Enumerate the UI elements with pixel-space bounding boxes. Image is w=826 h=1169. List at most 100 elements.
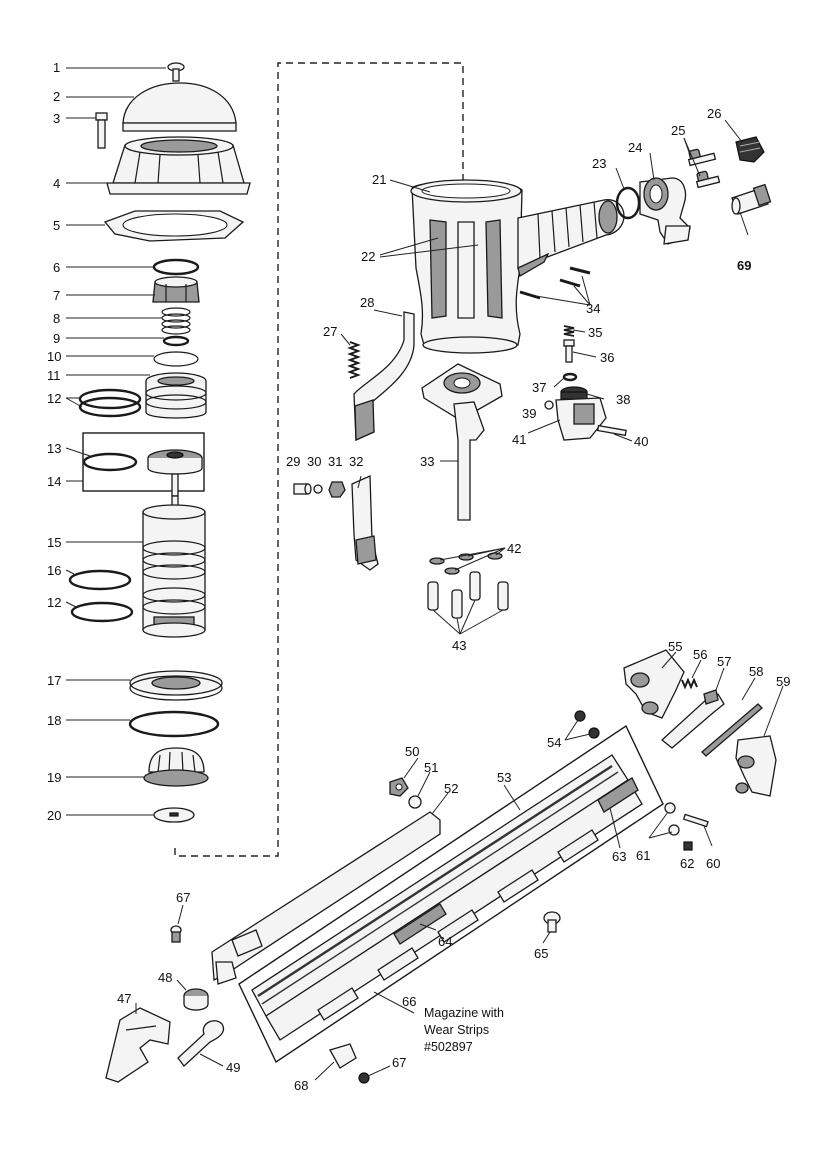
callout-labels: 1 2 3 4 5 6 7 8 9 10 11 12 13 14 15 16 1…	[47, 60, 790, 1093]
label-14: 14	[47, 474, 61, 489]
part-33-valve-body	[421, 363, 503, 521]
part-52-follower-rail	[211, 811, 441, 985]
label-35: 35	[588, 325, 602, 340]
part-15-cylinder	[142, 495, 206, 638]
part-36-valve-stem	[563, 339, 575, 363]
part-56-spring	[681, 677, 698, 690]
part-68-bracket	[329, 1043, 357, 1069]
label-36: 36	[600, 350, 614, 365]
part-7-nut	[152, 276, 200, 303]
part-49-clip	[177, 1020, 225, 1067]
part-5-gasket	[103, 210, 245, 242]
left-leader-lines	[65, 67, 166, 816]
magazine-note-line2: Wear Strips	[424, 1023, 489, 1037]
part-55-latch	[623, 649, 685, 719]
part-28-trigger-arm	[353, 311, 415, 441]
part-12-o-ring-a	[78, 388, 142, 410]
label-63: 63	[612, 849, 626, 864]
part-2-cap	[122, 82, 237, 132]
label-54: 54	[547, 735, 561, 750]
part-14-piston	[147, 449, 203, 497]
label-56: 56	[693, 647, 707, 662]
part-1-screw	[167, 62, 185, 82]
part-19-bumper	[143, 747, 209, 787]
center-leader-lines	[340, 119, 749, 635]
label-5: 5	[53, 218, 60, 233]
part-12-o-ring-b	[78, 396, 142, 418]
part-18-o-ring	[128, 710, 220, 738]
part-50-nut	[389, 777, 409, 797]
part-51-washer	[408, 795, 422, 809]
part-23-o-ring	[615, 186, 641, 220]
label-29: 29	[286, 454, 300, 469]
label-67-b: 67	[392, 1055, 406, 1070]
label-59: 59	[776, 674, 790, 689]
label-23: 23	[592, 156, 606, 171]
part-26-fitting-cap	[735, 136, 765, 163]
magazine-note-part-number: #502897	[424, 1040, 473, 1054]
part-handle	[517, 199, 625, 277]
label-1: 1	[53, 60, 60, 75]
label-58: 58	[749, 664, 763, 679]
label-33: 33	[420, 454, 434, 469]
part-47-nose-guard	[105, 1007, 171, 1083]
part-27-spring	[347, 341, 361, 379]
part-34-pins	[519, 266, 591, 300]
part-21-22-housing	[410, 179, 523, 354]
label-40: 40	[634, 434, 648, 449]
part-63-wear-strip	[597, 777, 639, 813]
label-27: 27	[323, 324, 337, 339]
label-7: 7	[53, 288, 60, 303]
label-6: 6	[53, 260, 60, 275]
part-59-latch	[735, 735, 777, 797]
label-31: 31	[328, 454, 342, 469]
magazine-slots	[317, 829, 599, 1021]
label-39: 39	[522, 406, 536, 421]
label-16: 16	[47, 563, 61, 578]
label-34: 34	[586, 301, 600, 316]
label-51: 51	[424, 760, 438, 775]
label-12-a: 12	[47, 391, 61, 406]
part-16-o-ring	[68, 569, 132, 591]
label-68: 68	[294, 1078, 308, 1093]
label-26: 26	[707, 106, 721, 121]
part-61-washers	[664, 802, 680, 836]
label-28: 28	[360, 295, 374, 310]
part-48-bushing	[183, 988, 209, 1011]
label-49: 49	[226, 1060, 240, 1075]
part-40-pin	[596, 424, 627, 437]
label-50: 50	[405, 744, 419, 759]
part-9-o-ring	[162, 335, 190, 347]
label-47: 47	[117, 991, 131, 1006]
label-60: 60	[706, 856, 720, 871]
part-13-o-ring	[82, 452, 138, 472]
part-65-screw	[543, 911, 561, 933]
part-10-washer	[153, 351, 199, 367]
label-18: 18	[47, 713, 61, 728]
label-65: 65	[534, 946, 548, 961]
part-35-spring	[563, 325, 575, 337]
part-4-cylinder-cap	[106, 136, 251, 195]
label-25: 25	[671, 123, 685, 138]
label-24: 24	[628, 140, 642, 155]
part-41-trigger	[555, 397, 607, 441]
part-3-bolt	[95, 112, 108, 149]
part-31-nut	[328, 481, 346, 498]
part-20-plate	[153, 807, 195, 823]
label-4: 4	[53, 176, 60, 191]
label-41: 41	[512, 432, 526, 447]
part-53-magazine-channel	[251, 754, 643, 1041]
part-30-washer	[313, 484, 323, 494]
part-62-nut	[683, 841, 693, 851]
label-19: 19	[47, 770, 61, 785]
label-12-b: 12	[47, 595, 61, 610]
part-42-washers	[429, 552, 503, 575]
label-67-a: 67	[176, 890, 190, 905]
label-9: 9	[53, 331, 60, 346]
label-64: 64	[438, 934, 452, 949]
label-48: 48	[158, 970, 172, 985]
label-69: 69	[737, 258, 751, 273]
part-24-end-cap	[639, 177, 691, 245]
part-38-valve-cap	[560, 386, 588, 400]
part-67-screw-a	[170, 925, 182, 943]
